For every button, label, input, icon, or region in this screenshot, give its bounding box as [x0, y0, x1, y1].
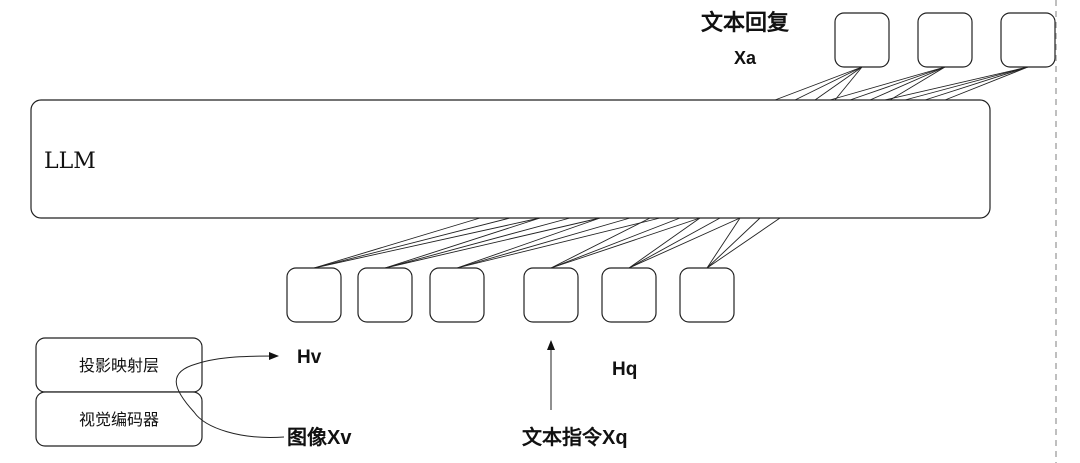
output-token [917, 12, 973, 68]
connection-line [924, 66, 1029, 101]
connection-line [774, 66, 863, 101]
connection-line [628, 217, 701, 269]
projection-layer-label: 投影映射层 [79, 357, 159, 375]
connection-line [794, 66, 863, 101]
connection-line [814, 66, 863, 101]
connection-line [706, 217, 761, 269]
output-title: 文本回复 [701, 10, 790, 35]
visual-token [286, 267, 342, 323]
image-input-label: 图像Xv [287, 425, 352, 449]
connection-line [550, 217, 651, 269]
llm-label: LLM [44, 149, 96, 174]
connection-line [313, 217, 511, 269]
visual-token [429, 267, 485, 323]
connection-line [384, 217, 571, 269]
connection-line [550, 217, 681, 269]
output-connection-lines [774, 66, 1029, 101]
connection-line [313, 217, 481, 269]
connection-line [628, 217, 721, 269]
output-token [1000, 12, 1056, 68]
projection-layer-block: 投影映射层 [35, 337, 203, 393]
connection-line [706, 217, 741, 269]
connection-line [384, 217, 541, 269]
text-token [679, 267, 735, 323]
connection-line [849, 66, 946, 101]
connection-line [628, 217, 741, 269]
connection-line [456, 217, 631, 269]
text-token [523, 267, 579, 323]
visual-token [357, 267, 413, 323]
connection-line [550, 217, 701, 269]
token-connection-lines [313, 217, 781, 269]
connection-line [834, 66, 863, 101]
connection-line [904, 66, 1029, 101]
output-tokens [834, 12, 1056, 68]
output-token [834, 12, 890, 68]
image-flow-arrow [175, 352, 285, 438]
vision-encoder-label: 视觉编码器 [79, 411, 159, 429]
text-token [601, 267, 657, 323]
connection-line [884, 66, 1029, 101]
instruction-input-label: 文本指令Xq [522, 425, 628, 449]
visual-tokens [286, 267, 485, 323]
text-tokens [523, 267, 735, 323]
connection-line [869, 66, 946, 101]
output-symbol: Xa [734, 48, 757, 68]
connection-line [944, 66, 1029, 101]
visual-tokens-label: Hv [297, 347, 322, 368]
connection-line [889, 66, 946, 101]
connection-line [384, 217, 601, 269]
llm-block: LLM [30, 99, 991, 219]
connection-line [456, 217, 601, 269]
connection-line [456, 217, 661, 269]
text-tokens-label: Hq [612, 359, 637, 380]
connection-line [829, 66, 946, 101]
connection-line [706, 217, 781, 269]
vision-encoder-block: 视觉编码器 [35, 391, 203, 447]
connection-line [313, 217, 541, 269]
